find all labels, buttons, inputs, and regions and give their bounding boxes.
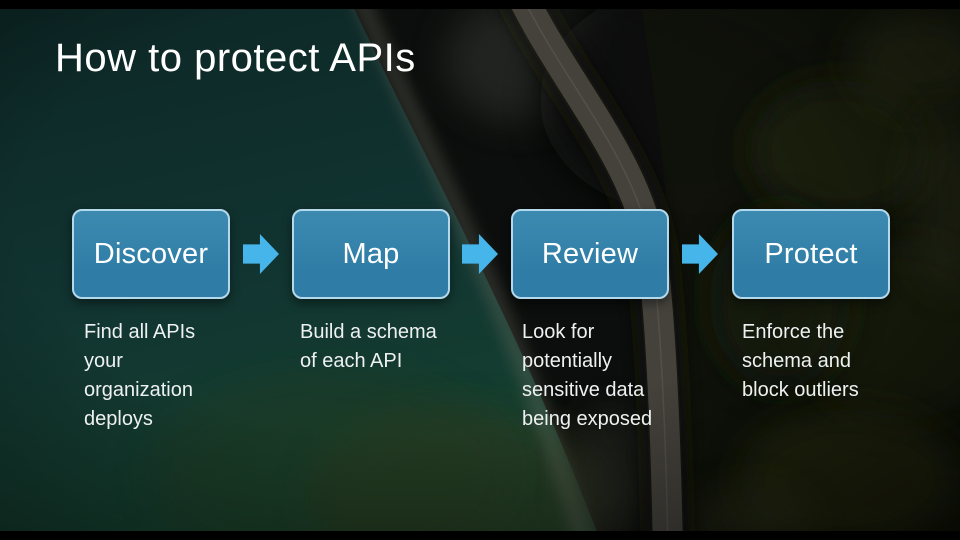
step-box-label: Map xyxy=(342,237,400,270)
step-description-map: Build a schema of each API xyxy=(300,318,490,376)
flow-arrow-icon xyxy=(243,234,279,274)
description-line: Build a schema xyxy=(300,321,437,343)
flow-arrow-icon xyxy=(682,234,718,274)
flow-arrow-icon xyxy=(462,234,498,274)
description-line: deploys xyxy=(84,408,153,430)
step-box-label: Review xyxy=(541,237,639,270)
description-line: organization xyxy=(84,379,193,401)
description-line: being exposed xyxy=(522,408,653,430)
step-box-label: Protect xyxy=(764,237,858,270)
step-box-label: Discover xyxy=(93,237,209,270)
description-line: Look for xyxy=(522,321,595,343)
description-line: Find all APIs xyxy=(84,321,196,343)
slide-title: How to protect APIs xyxy=(55,36,416,80)
description-line: Enforce the xyxy=(742,321,845,343)
description-line: sensitive data xyxy=(522,379,645,401)
step-description-review: Look for potentially sensitive data bein… xyxy=(522,318,712,434)
step-box-review: Review xyxy=(511,209,669,299)
step-description-protect: Enforce the schema and block outliers xyxy=(742,318,932,405)
step-box-map: Map xyxy=(292,209,450,299)
description-line: schema and xyxy=(742,350,851,372)
step-description-discover: Find all APIs your organization deploys xyxy=(84,318,274,434)
description-line: block outliers xyxy=(742,379,859,401)
description-line: potentially xyxy=(522,350,613,372)
description-line: of each API xyxy=(300,350,403,372)
description-line: your xyxy=(84,350,123,372)
step-box-protect: Protect xyxy=(732,209,890,299)
step-box-discover: Discover xyxy=(72,209,230,299)
